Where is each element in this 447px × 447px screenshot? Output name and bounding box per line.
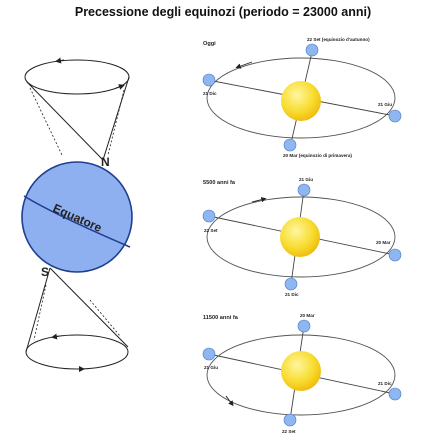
sun xyxy=(281,81,321,121)
era-label: 5500 anni fa xyxy=(203,180,236,186)
north-cone-right-line xyxy=(102,76,130,161)
orbit-direction-arrow xyxy=(235,61,253,69)
orbit-direction-arrow xyxy=(225,395,234,407)
left-date-label: 22 Set xyxy=(204,228,218,233)
left-date-label: 21 Dic xyxy=(203,91,217,96)
bottom-date-label: 22 Set xyxy=(282,429,296,434)
right-date-label: 21 Giu xyxy=(378,102,392,107)
top-date-label: 20 Mar xyxy=(300,313,315,318)
orbit-ellipse xyxy=(206,57,396,139)
bottom-date-label: 21 Dic xyxy=(285,292,299,297)
south-circle-arrow xyxy=(51,333,61,340)
top-date-label: 21 Giu xyxy=(299,177,313,182)
orbit-panel-11500: 11500 anni fa 20 Mar 21 Giu 21 Dic 22 Se… xyxy=(202,313,402,434)
earth-marker-right xyxy=(388,248,402,262)
north-precession-circle xyxy=(24,59,130,95)
bottom-date-label: 20 Mar (equinozio di primavera) xyxy=(283,153,352,158)
orbit-direction-arrow xyxy=(251,197,267,203)
era-label: 11500 anni fa xyxy=(203,315,239,321)
north-circle-arrow xyxy=(55,57,65,64)
earth-marker-left xyxy=(202,73,216,87)
south-cone-left-dashed xyxy=(33,284,47,341)
orbit-panel-today: Oggi 22 Set (equinozio d'autunno) 21 Dic… xyxy=(202,37,402,158)
sun xyxy=(281,351,321,391)
top-date-label: 22 Set (equinozio d'autunno) xyxy=(307,37,370,42)
north-cone-left-line xyxy=(26,81,104,161)
south-precession-circle xyxy=(25,334,129,370)
earth-precession-figure: Equatore N S xyxy=(21,57,133,372)
right-date-label: 21 Dic xyxy=(378,381,392,386)
earth-marker-top xyxy=(297,183,311,197)
north-label: N xyxy=(101,155,110,169)
earth-marker-right xyxy=(388,387,402,401)
equator-line xyxy=(23,195,131,248)
north-cone-left-dashed xyxy=(29,87,63,156)
orbit-panel-5500: 5500 anni fa 21 Giu 22 Set 20 Mar 21 Dic xyxy=(202,177,402,297)
orbit-ellipse xyxy=(206,334,396,416)
south-cone-left-line xyxy=(25,267,51,353)
left-date-label: 21 Giu xyxy=(204,365,218,370)
right-date-label: 20 Mar xyxy=(376,240,391,245)
earth-marker-top xyxy=(297,319,311,333)
south-cone-right-line xyxy=(49,267,129,348)
sun xyxy=(280,217,320,257)
north-cone-right-dashed xyxy=(107,89,125,156)
orbit-ellipse xyxy=(206,196,396,278)
era-label: Oggi xyxy=(203,41,216,47)
south-cone-right-dashed xyxy=(89,299,121,337)
orbit-panels: Oggi 22 Set (equinozio d'autunno) 21 Dic… xyxy=(202,37,402,434)
earth-marker-bottom xyxy=(283,138,297,152)
earth-marker-bottom xyxy=(284,277,298,291)
earth-marker-bottom xyxy=(283,413,297,427)
earth-marker-top xyxy=(305,43,319,57)
diagram-title: Precessione degli equinozi (periodo = 23… xyxy=(75,5,371,19)
south-label: S xyxy=(41,265,49,279)
earth-globe xyxy=(21,161,133,273)
earth-marker-left xyxy=(202,347,216,361)
north-circle-arrow-right xyxy=(115,84,125,90)
earth-marker-left xyxy=(202,209,216,223)
earth-marker-right xyxy=(388,109,402,123)
